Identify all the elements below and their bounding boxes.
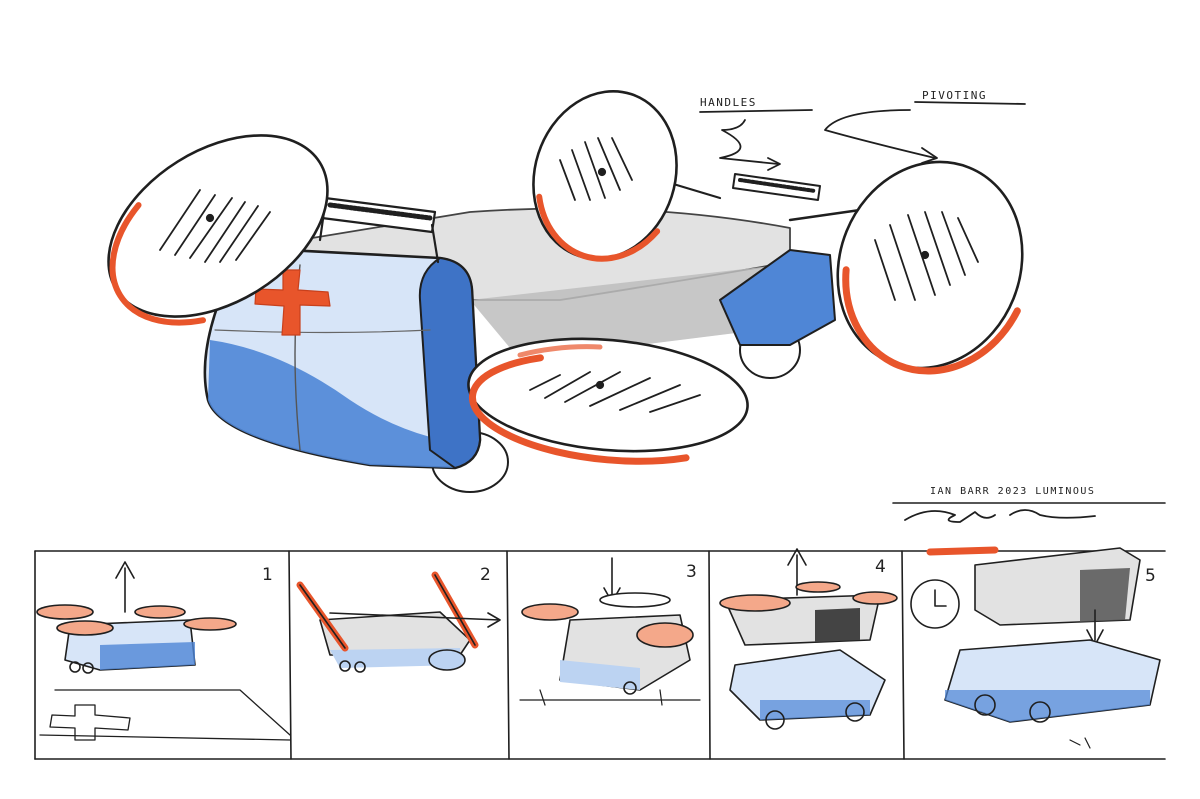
storyboard-panel-2-art — [296, 571, 501, 673]
storyboard-panel-3-art — [519, 557, 701, 706]
medkit-cabin-blue-shade — [208, 340, 480, 468]
drone-side-shadow — [470, 265, 800, 360]
storyboard-strip — [34, 550, 1166, 760]
handles-leader-line — [699, 109, 813, 165]
left-handle — [318, 196, 440, 264]
pivoting-arrowhead — [921, 147, 938, 164]
right-handle — [732, 173, 821, 201]
arrow-up-icon — [115, 561, 135, 613]
pivoting-leader-line — [824, 101, 1026, 159]
panel-number-3: 3 — [686, 562, 697, 582]
panel-number-4: 4 — [875, 557, 886, 577]
panel-number-5: 5 — [1145, 566, 1156, 586]
pivoting-annotation: PIVOTING — [922, 89, 987, 102]
landing-pad-cross-icon — [49, 704, 131, 741]
rotor-front-right — [467, 337, 756, 465]
clock-icon — [910, 579, 960, 629]
storyboard-divider-2 — [506, 550, 510, 760]
rotor-arm-right — [788, 208, 862, 222]
storyboard-panel-4-art — [719, 548, 898, 730]
panel-number-1: 1 — [262, 565, 273, 585]
storyboard-panel-5-art — [910, 546, 1161, 749]
right-pod-blue-side — [719, 249, 836, 346]
rotor-rear-center — [532, 88, 685, 262]
storyboard-panel-1-art — [36, 561, 291, 741]
storyboard-divider-4 — [901, 550, 905, 760]
handles-annotation: HANDLES — [700, 96, 757, 109]
rotor-right — [836, 160, 1034, 375]
storyboard-divider-1 — [288, 550, 292, 760]
rotor-front-left — [107, 134, 335, 326]
handles-arrowhead — [767, 157, 781, 171]
panel-number-2: 2 — [480, 565, 491, 585]
medkit-front-face — [418, 257, 481, 469]
main-drone-ambulance-sketch — [107, 88, 1166, 523]
handwritten-signature-mark — [904, 509, 1096, 523]
artist-credit: IAN BARR 2023 LUMINOUS — [930, 486, 1096, 497]
storyboard-divider-3 — [708, 550, 711, 760]
